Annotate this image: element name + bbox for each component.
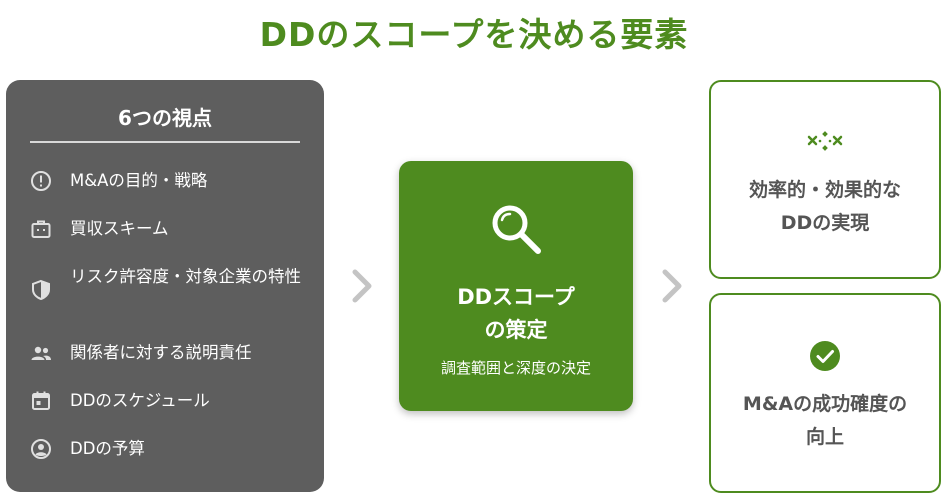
check-circle-icon	[809, 340, 841, 372]
outcome-card-efficiency: 効率的・効果的な DDの実現	[709, 80, 941, 279]
panel-divider	[30, 141, 300, 143]
scope-definition-card: DDスコープ の策定 調査範囲と深度の決定	[399, 161, 633, 411]
search-icon	[486, 199, 546, 259]
list-item-label: リスク許容度・対象企業の特性	[70, 267, 301, 286]
chevron-right-icon	[348, 266, 376, 306]
outcome-text: M&Aの成功確度の 向上	[742, 393, 908, 448]
account-circle-icon	[30, 438, 52, 460]
list-item-label: DDの予算	[70, 439, 145, 458]
list-item-label: 買収スキーム	[70, 219, 169, 238]
outcome-text: 効率的・効果的な DDの実現	[748, 179, 901, 234]
perspectives-panel: 6つの視点 M&Aの目的・戦略 買収スキーム リスク許容度・対象企業の特性 関係…	[6, 80, 324, 492]
center-title: DDスコープ の策定	[457, 285, 575, 342]
center-subtitle: 調査範囲と深度の決定	[440, 359, 591, 377]
page-title: DDのスコープを決める要素	[259, 15, 689, 54]
chevron-right-icon	[658, 266, 686, 306]
list-item-label: M&Aの目的・戦略	[70, 171, 208, 190]
calendar-icon	[30, 390, 52, 412]
shield-icon	[30, 279, 52, 301]
list-item-label: 関係者に対する説明責任	[70, 343, 252, 362]
people-icon	[30, 342, 52, 364]
alert-circle-icon	[30, 170, 52, 192]
list-item-label: DDのスケジュール	[70, 391, 210, 410]
outcome-card-success: M&Aの成功確度の 向上	[709, 293, 941, 493]
efficiency-icon	[807, 130, 843, 156]
briefcase-icon	[30, 218, 52, 240]
panel-title: 6つの視点	[118, 106, 212, 130]
